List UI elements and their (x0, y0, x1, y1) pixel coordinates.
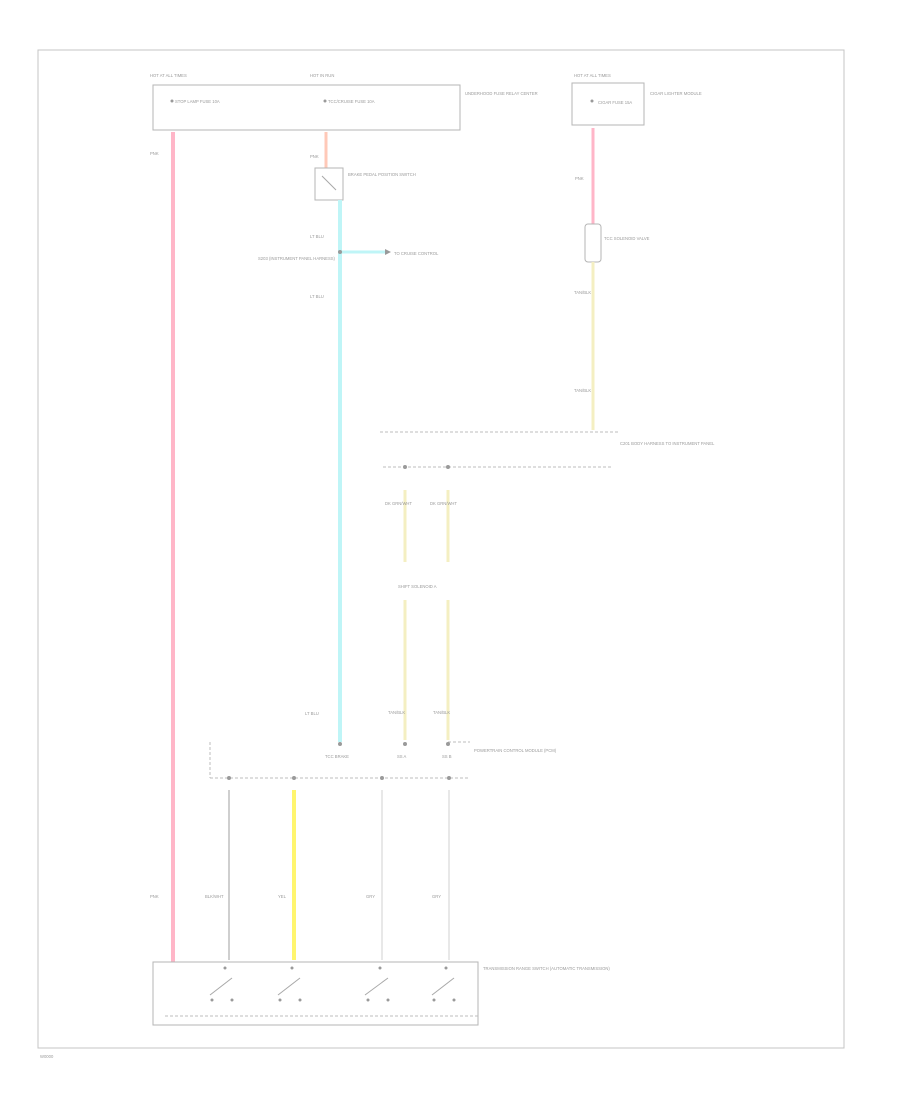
switch-contact-2 (277, 966, 302, 1002)
wire-pink-right-label: PNK (575, 176, 584, 181)
connector-c201-label: C201 BODY HARNESS TO INSTRUMENT PANEL (620, 441, 715, 446)
wire-gry-label-2: GRY (432, 894, 441, 899)
shift-solenoid-bus (383, 465, 612, 469)
wire-dk-grn-label-2: DK GRN/WHT (430, 501, 457, 506)
wire-pink-label-top: PNK (150, 151, 159, 156)
wire-lt-blue-label-3: LT BLU (305, 711, 319, 716)
wire-pink-label-bottom: PNK (150, 894, 159, 899)
brake-pedal-switch: BRAKE PEDAL POSITION SWITCH (314, 167, 416, 201)
fuse-box-cigar: HOT AT ALL TIMES CIGAR FUSE 15A CIGAR LI… (571, 73, 702, 126)
fuse-2-name: TCC/CRUISE FUSE 10A (328, 99, 375, 104)
fuse-1-name: STOP LAMP FUSE 10A (175, 99, 220, 104)
fuse-block-label: UNDERHOOD FUSE RELAY CENTER (465, 91, 538, 96)
wire-blk-wht-label: BLK/WHT (205, 894, 224, 899)
wire-pink-mid-label: PNK (310, 154, 319, 159)
trans-switch-label: TRANSMISSION RANGE SWITCH (AUTOMATIC TRA… (483, 966, 610, 971)
pcm-pin-3: SS B (442, 754, 452, 759)
wire-gry-label-1: GRY (366, 894, 375, 899)
brake-switch-label: BRAKE PEDAL POSITION SWITCH (348, 172, 416, 177)
wire-tan-label-1: TAN/BLK (574, 290, 591, 295)
wire-tan-label-4: TAN/BLK (433, 710, 450, 715)
splice-branch-label: TO CRUISE CONTROL (394, 251, 439, 256)
diagram-frame (37, 49, 845, 1049)
fuse-box-underhood: HOT AT ALL TIMES STOP LAMP FUSE 10A HOT … (150, 73, 538, 131)
footer-code: W0000 (40, 1054, 54, 1059)
pcm-pin-2: SS A (397, 754, 407, 759)
fuse-1-hot-label: HOT AT ALL TIMES (150, 73, 187, 78)
tcc-solenoid-valve: TCC SOLENOID VALVE (584, 223, 650, 263)
switch-contact-1 (209, 966, 234, 1002)
wire-yel-label: YEL (278, 894, 287, 899)
connector-c201: C201 BODY HARNESS TO INSTRUMENT PANEL (380, 431, 715, 446)
pcm-connector: TCC BRAKE SS A SS B POWERTRAIN CONTROL M… (209, 741, 557, 780)
wire-dk-grn-label-1: DK GRN/WHT (385, 501, 412, 506)
tcc-solenoid-label: TCC SOLENOID VALVE (604, 236, 650, 241)
pcm-pin-1: TCC BRAKE (325, 754, 349, 759)
fuse-3-name: CIGAR FUSE 15A (598, 100, 632, 105)
transmission-range-switch: TRANSMISSION RANGE SWITCH (AUTOMATIC TRA… (152, 961, 610, 1026)
wire-tan-label-2: TAN/BLK (574, 388, 591, 393)
splice-s203: S203 (INSTRUMENT PANEL HARNESS) TO CRUIS… (258, 249, 439, 261)
fuse-block-right-label: CIGAR LIGHTER MODULE (650, 91, 702, 96)
switch-contact-3 (364, 966, 390, 1002)
fuse-2-hot-label: HOT IN RUN (310, 73, 334, 78)
wire-lt-blue-label-1: LT BLU (310, 234, 324, 239)
fuse-3-hot-label: HOT AT ALL TIMES (574, 73, 611, 78)
splice-label: S203 (INSTRUMENT PANEL HARNESS) (258, 256, 336, 261)
shift-solenoid-label: SHIFT SOLENOID A (398, 584, 437, 589)
wire-lt-blue-label-2: LT BLU (310, 294, 324, 299)
wire-tan-label-3: TAN/BLK (388, 710, 405, 715)
pcm-label: POWERTRAIN CONTROL MODULE (PCM) (474, 748, 557, 753)
switch-contact-4 (431, 966, 456, 1002)
